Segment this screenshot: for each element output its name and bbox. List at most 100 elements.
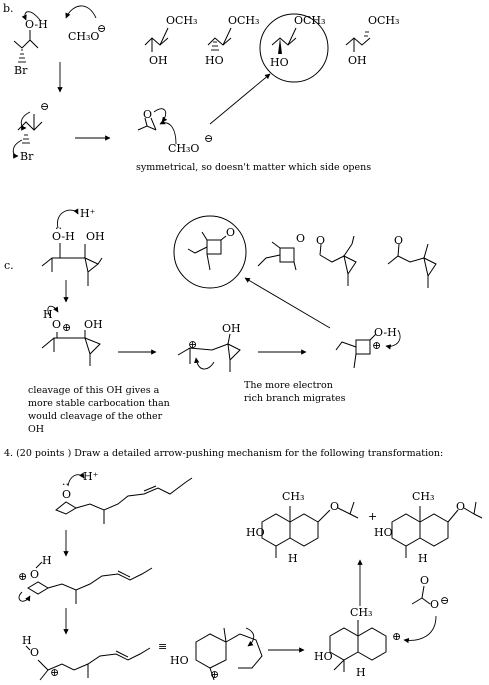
svg-text:HO: HO — [314, 650, 333, 663]
svg-text:OH: OH — [348, 54, 367, 67]
svg-text:O: O — [62, 488, 71, 501]
svg-text:H⁺: H⁺ — [80, 207, 96, 220]
note-cleavage-4: OH — [28, 424, 44, 435]
svg-text:H: H — [418, 552, 428, 565]
svg-text:CH₃: CH₃ — [412, 490, 434, 503]
protonated-epoxide: H ⊕ O — [18, 554, 153, 604]
svg-text:H⁺: H⁺ — [83, 470, 99, 483]
svg-text:O: O — [316, 234, 325, 247]
curved-arrow-2 — [65, 5, 97, 19]
svg-text:OCH₃: OCH₃ — [294, 14, 325, 27]
cyclobutanone-1: O — [187, 226, 235, 271]
carbocation-intermediate: ⊕ OH — [177, 322, 241, 372]
oh-label: O-H — [25, 18, 48, 31]
svg-text:OCH₃: OCH₃ — [166, 14, 197, 27]
cyclobutanone-2: O — [257, 232, 305, 271]
svg-text:O: O — [30, 568, 39, 581]
acetate-ion: O O ⊖ — [403, 574, 449, 644]
svg-text:OCH₃: OCH₃ — [228, 14, 259, 27]
epoxide-intermediate: O CH₃O ⊖ — [137, 108, 213, 155]
arrow-to-circled-product-c — [244, 277, 331, 329]
cyclobutyl-oxocarbenium: O-H ⊕ — [335, 326, 401, 369]
svg-text:O-H: O-H — [52, 230, 75, 243]
svg-text:H: H — [42, 554, 52, 567]
svg-text:··: ·· — [55, 222, 62, 235]
svg-text:HO: HO — [374, 526, 393, 539]
svg-text:OH: OH — [84, 318, 103, 331]
highlight-circle-c — [173, 215, 247, 289]
equivalent-symbol: ≡ — [158, 640, 167, 653]
svg-text:O: O — [30, 646, 39, 659]
highlight-circle-b — [259, 13, 329, 83]
svg-text:⊕: ⊕ — [392, 630, 401, 643]
svg-text:O: O — [226, 226, 235, 239]
svg-text:OH: OH — [86, 230, 105, 243]
final-product-1: CH₃ HO H O — [246, 490, 359, 565]
svg-text:⊕: ⊕ — [62, 321, 71, 334]
svg-text:⊕: ⊕ — [50, 666, 59, 679]
note-cleavage-2: more stable carbocation than — [28, 398, 170, 409]
minus-charge: ⊖ — [97, 22, 106, 35]
note-migrates-2: rich branch migrates — [244, 393, 346, 404]
arrow-to-circled-product — [209, 73, 271, 125]
svg-text:HO: HO — [270, 56, 289, 69]
plus-sign: + — [368, 510, 377, 523]
svg-text:⊕: ⊕ — [18, 570, 27, 583]
prefolded-cation: HO ⊕ — [170, 627, 263, 681]
section-label-b: b. — [3, 2, 14, 15]
svg-text:OH: OH — [222, 322, 241, 335]
protonated-diol: H O ⊕ OH — [41, 305, 103, 366]
note-migrates-1: The more electron — [244, 380, 333, 391]
svg-text:⊖: ⊖ — [204, 132, 213, 145]
decalin-cation: CH₃ ⊕ HO H — [314, 606, 401, 679]
question-4-prompt: 4. (20 points ) Draw a detailed arrow-pu… — [4, 448, 443, 459]
svg-text:O: O — [420, 574, 429, 587]
open-chain-carbocation: H O ⊕ — [22, 634, 151, 681]
svg-text:H: H — [288, 552, 298, 565]
svg-text:O: O — [394, 234, 403, 247]
diol-c: O-H OH H⁺ ·· — [41, 207, 105, 286]
curved-arrow-1 — [21, 11, 41, 21]
svg-text:O: O — [330, 500, 339, 513]
svg-text:⊕: ⊕ — [210, 668, 219, 681]
svg-text:OH: OH — [149, 54, 168, 67]
svg-text:HO: HO — [170, 654, 189, 667]
svg-text:HO: HO — [205, 54, 224, 67]
svg-text:OCH₃: OCH₃ — [368, 14, 399, 27]
svg-text:O: O — [456, 500, 465, 513]
svg-text:HO: HO — [246, 526, 265, 539]
product-3: OCH₃ HO — [270, 14, 325, 69]
epoxy-polyene: O H⁺ ·· — [55, 470, 193, 524]
svg-text:Br: Br — [20, 150, 34, 163]
svg-text:O-H: O-H — [374, 326, 397, 339]
product-4: OCH₃ OH — [345, 14, 399, 67]
methoxide-ion: CH₃O ⊖ — [65, 5, 106, 43]
svg-text:O: O — [296, 232, 305, 245]
svg-text:O: O — [52, 318, 61, 331]
cyclopropyl-ketone-2: O — [387, 234, 437, 288]
product-2: OCH₃ HO — [205, 14, 259, 67]
svg-text:⊖: ⊖ — [40, 100, 49, 113]
svg-text:··: ·· — [62, 478, 69, 491]
bromohydrin-molecule: O-H Br — [13, 11, 48, 77]
svg-text:H: H — [22, 634, 32, 647]
section-label-c: c. — [4, 259, 14, 272]
alkoxide-intermediate: ⊖ Br — [12, 100, 49, 163]
svg-text:⊕: ⊕ — [188, 338, 197, 351]
svg-text:CH₃O: CH₃O — [168, 142, 199, 155]
svg-text:H: H — [43, 308, 53, 321]
svg-text:⊕: ⊕ — [372, 339, 381, 352]
br-label: Br — [14, 64, 28, 77]
methoxide-label: CH₃O — [68, 30, 99, 43]
svg-text:⊖: ⊖ — [440, 594, 449, 607]
svg-text:CH₃: CH₃ — [282, 490, 304, 503]
svg-text:CH₃: CH₃ — [350, 606, 372, 619]
final-product-2: CH₃ HO H O — [374, 490, 483, 565]
product-1: OCH₃ OH — [144, 14, 197, 67]
cyclopropyl-ketone-1: O — [316, 234, 357, 286]
svg-text:H: H — [356, 666, 366, 679]
note-symmetrical: symmetrical, so doesn't matter which sid… — [136, 162, 371, 173]
note-cleavage-3: would cleavage of the other — [28, 411, 163, 422]
svg-text:O: O — [430, 598, 439, 611]
